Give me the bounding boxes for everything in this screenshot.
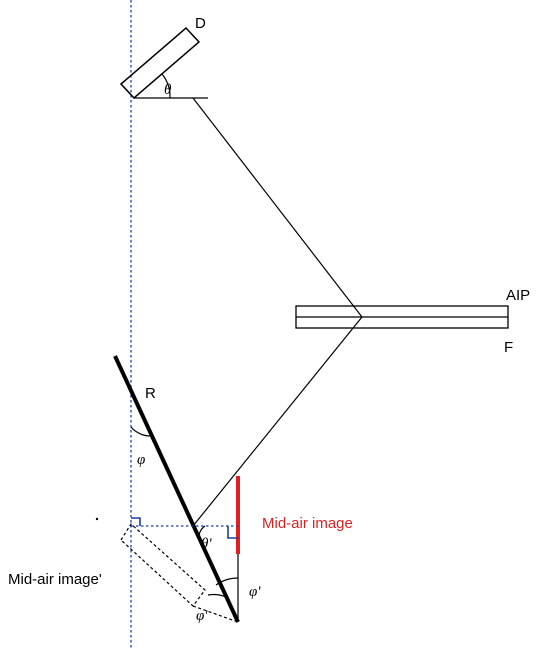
label-phi-prime-bottom: φ' xyxy=(196,608,208,624)
ray-to-bottom xyxy=(192,525,239,623)
display-rectangle xyxy=(119,26,201,100)
stray-dot xyxy=(95,517,99,521)
light-ray-out xyxy=(192,316,363,527)
theta-prime-arc xyxy=(198,525,206,541)
label-mid-air-image-virtual: Mid-air image' xyxy=(8,571,102,588)
label-display: D xyxy=(195,15,206,32)
label-theta: θ xyxy=(164,82,172,98)
phi-prime-arc-right xyxy=(215,577,239,586)
phi-prime-arc-bottom xyxy=(207,593,227,598)
theta-arc xyxy=(161,73,171,99)
label-reflector: R xyxy=(145,385,156,402)
label-phi: φ xyxy=(137,452,145,468)
label-film: F xyxy=(504,339,513,356)
label-phi-prime-right: φ' xyxy=(249,584,261,600)
virtual-image-dashed-link xyxy=(192,605,239,623)
label-theta-prime: θ' xyxy=(201,536,212,552)
right-angle-marker-left xyxy=(131,517,141,526)
phi-arc xyxy=(130,426,153,437)
virtual-image-rectangle xyxy=(120,523,206,607)
right-angle-marker-right xyxy=(227,526,238,539)
label-mid-air-image: Mid-air image xyxy=(262,515,353,532)
label-aip: AIP xyxy=(506,287,530,304)
light-ray-in xyxy=(192,97,363,318)
